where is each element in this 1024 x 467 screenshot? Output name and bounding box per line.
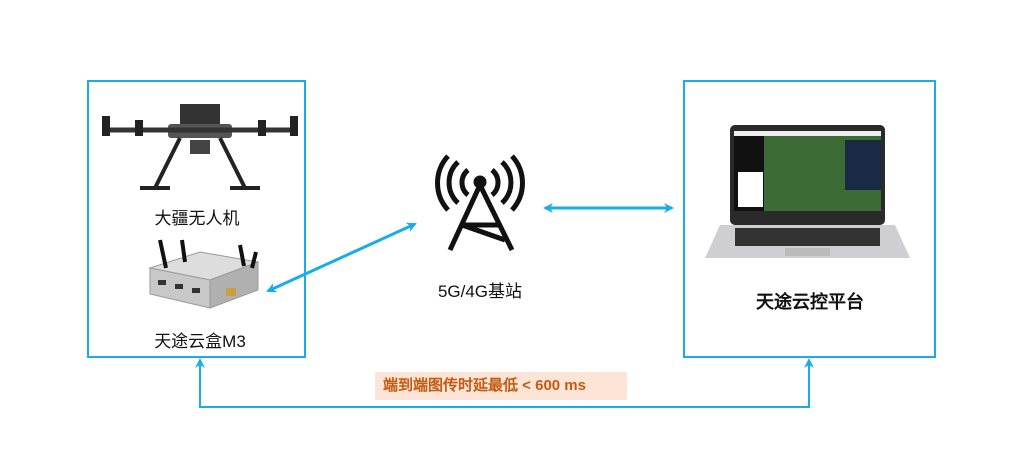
drone-image [102, 104, 298, 190]
laptop-image [705, 125, 910, 258]
cloudbox-label: 天途云盒M3 [154, 332, 246, 351]
platform-group-box [683, 80, 936, 358]
cloudbox-image [148, 239, 260, 309]
drone-label: 大疆无人机 [154, 209, 240, 228]
end-to-end-link [195, 358, 814, 408]
latency-note: 端到端图传时延最低 < 600 ms [375, 372, 627, 400]
drone-to-station-link [266, 222, 417, 293]
base-station-label: 5G/4G基站 [437, 282, 523, 301]
platform-label: 天途云控平台 [756, 292, 864, 312]
base-station-tower-icon [435, 154, 525, 252]
onboard-group-box [87, 80, 306, 358]
